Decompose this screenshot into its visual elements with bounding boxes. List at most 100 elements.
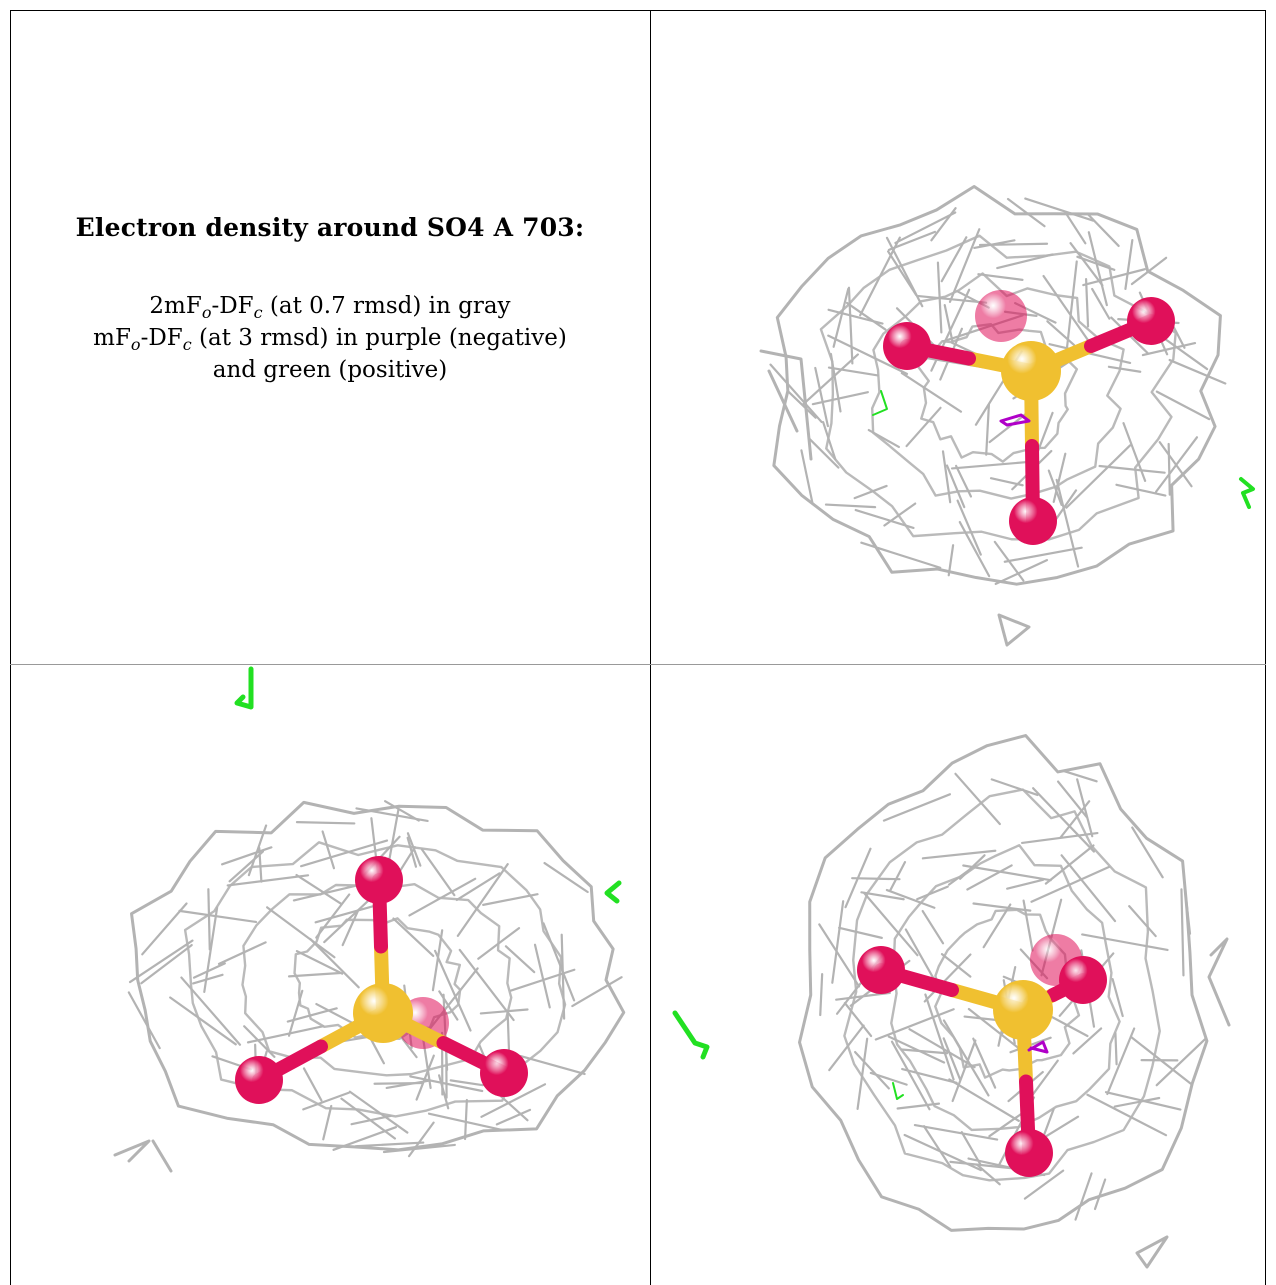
mesh-strand	[315, 893, 351, 939]
mesh-contour	[871, 272, 1125, 500]
mesh-strand	[913, 1123, 999, 1141]
mesh-strand	[477, 927, 521, 960]
mesh-strand	[495, 1108, 532, 1126]
mesh-strand	[1091, 287, 1111, 320]
legend-line-colors: and green (positive)	[212, 357, 448, 383]
mesh-strand	[960, 1131, 982, 1166]
mesh-strand	[406, 836, 418, 868]
mesh-strand	[192, 962, 226, 979]
table-divider-horizontal	[10, 664, 1266, 665]
mesh-strand	[295, 873, 343, 905]
mesh-strand	[923, 953, 972, 1003]
mesh-strand	[221, 846, 273, 866]
mesh-strand	[941, 450, 952, 504]
mesh-strand	[203, 906, 219, 993]
mesh-strand	[943, 303, 954, 342]
mesh-strand	[993, 540, 1025, 582]
mesh-strand	[292, 884, 357, 902]
mesh-strand	[832, 287, 850, 348]
mesh-strand	[1084, 278, 1090, 328]
positive-difference-density	[604, 880, 622, 904]
mesh-strand	[896, 1102, 941, 1110]
density-view-bottom-right	[651, 665, 1265, 1284]
mesh-strand	[266, 906, 336, 959]
mesh-strand	[786, 389, 817, 419]
mesh-strand	[437, 1074, 450, 1110]
legend-text: -DF	[140, 325, 183, 351]
mesh-strand	[1124, 238, 1134, 291]
mesh-strand	[887, 230, 937, 251]
positive-difference-density	[1239, 477, 1255, 509]
mesh-strand	[888, 861, 907, 892]
mesh-strand	[382, 1143, 456, 1154]
mesh-strand	[1106, 1027, 1136, 1096]
legend-text: (at 0.7 rmsd) in gray	[262, 293, 511, 319]
mesh-strand	[828, 1024, 865, 1072]
mesh-strand	[982, 903, 1012, 949]
stray-mesh-fragment	[759, 349, 813, 461]
mesh-strand	[853, 484, 888, 500]
mesh-strand	[431, 929, 444, 992]
mesh-strand	[1006, 878, 1045, 890]
legend-text: mF	[93, 325, 131, 351]
mesh-strand	[1046, 320, 1076, 347]
mesh-strand	[851, 877, 901, 881]
mesh-strand	[967, 1007, 1025, 1054]
density-render	[113, 666, 626, 1173]
mesh-strand	[917, 294, 988, 304]
mesh-strand	[348, 1090, 409, 1134]
mesh-strand	[1122, 422, 1147, 482]
table-border-left	[10, 10, 11, 1285]
mesh-strand	[420, 848, 456, 897]
mesh-strand	[169, 996, 237, 1046]
mesh-strand	[883, 502, 917, 527]
mesh-strand	[1131, 826, 1164, 879]
caption-cell: Electron density around SO4 A 703: 2mFo-…	[10, 10, 650, 664]
map-legend: 2mFo-DFc (at 0.7 rmsd) in gray mFo-DFc (…	[93, 290, 567, 386]
mesh-strand	[287, 989, 304, 1037]
mesh-strand	[415, 1054, 435, 1101]
mesh-strand	[1047, 469, 1063, 506]
mesh-strand	[869, 1071, 908, 1086]
mesh-strand	[856, 1037, 869, 1110]
mesh-strand	[463, 1098, 468, 1141]
mesh-strand	[1055, 478, 1080, 568]
mesh-contour	[843, 788, 1161, 1182]
positive-difference-density	[892, 1082, 904, 1100]
mesh-strand	[942, 1037, 962, 1081]
density-mesh	[798, 734, 1209, 1232]
stray-mesh-fragment	[997, 613, 1031, 647]
mesh-strand	[769, 363, 823, 424]
mesh-strand	[1060, 854, 1117, 923]
mesh-strand	[901, 1067, 958, 1084]
mesh-strand	[827, 334, 909, 375]
mesh-strand	[1044, 1012, 1089, 1038]
mesh-strand	[972, 1037, 997, 1089]
mesh-strand	[533, 943, 551, 1009]
mesh-strand	[295, 820, 356, 825]
mesh-strand	[408, 877, 477, 917]
stray-mesh-fragment	[1135, 1235, 1169, 1269]
oxygen-atom	[1127, 297, 1175, 345]
mesh-strand	[1168, 358, 1227, 385]
mesh-strand	[956, 499, 982, 556]
mesh-strand	[948, 1078, 1020, 1122]
negative-difference-density	[1027, 1040, 1049, 1054]
mesh-strand	[1003, 546, 1083, 563]
mesh-strand	[874, 1008, 955, 1041]
mesh-strand	[392, 917, 435, 958]
mesh-strand	[1022, 899, 1034, 952]
mesh-strand	[1028, 1059, 1059, 1100]
mesh-strand	[1076, 255, 1116, 271]
mesh-strand	[314, 904, 378, 924]
legend-sub: c	[182, 335, 192, 354]
mesh-strand	[1006, 197, 1046, 228]
sulfur-atom	[993, 980, 1053, 1040]
mesh-strand	[1098, 464, 1166, 474]
oxygen-atom	[235, 1056, 283, 1104]
mesh-strand	[950, 460, 1031, 470]
mesh-strand	[456, 863, 509, 937]
mesh-strand	[1074, 1172, 1093, 1221]
mesh-strand	[302, 1067, 323, 1102]
mesh-strand	[1042, 274, 1092, 345]
